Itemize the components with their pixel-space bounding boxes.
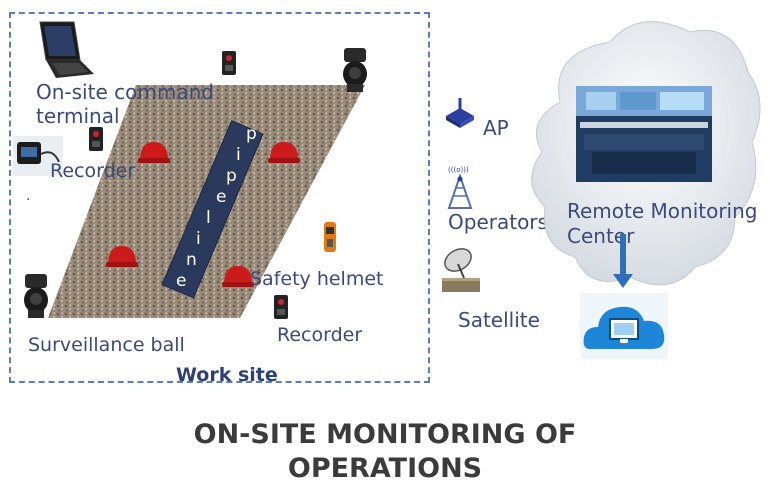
main-title-line2: OPERATIONS [287, 453, 483, 484]
cell-tower-icon [447, 174, 473, 209]
pipeline-letter: p [226, 166, 237, 186]
command-terminal-label-line1: On-site command [36, 80, 214, 104]
recorder-icon [222, 51, 236, 75]
recorder-icon [274, 295, 288, 319]
recorder-right-label: Recorder [277, 324, 363, 346]
work-site-boundary [9, 12, 430, 383]
remote-center-cloud [531, 21, 761, 286]
surveillance-ball-icon [24, 274, 48, 318]
command-terminal-label-line2: terminal [36, 104, 120, 128]
satellite-label: Satellite [458, 308, 540, 332]
helmet-icon [106, 246, 138, 267]
pipeline-letter: e [176, 271, 187, 291]
recorder-left-label: Recorder [50, 160, 136, 182]
pipeline-letter: i [236, 145, 241, 165]
surveillance-ball-label: Surveillance ball [28, 334, 185, 356]
access-point-icon [446, 98, 474, 128]
recorder-icon [89, 127, 103, 151]
pipeline-letter: e [216, 187, 227, 207]
signal-tag: (((o))) [448, 166, 469, 174]
pipeline-letter: n [186, 250, 197, 270]
down-arrow-icon [613, 234, 633, 288]
operators-label: Operators [448, 210, 548, 234]
cloud-computer-icon [580, 293, 668, 359]
dot-mark: . [26, 188, 31, 204]
gas-detector-icon [324, 222, 336, 252]
watch-recorder-icon [13, 136, 63, 176]
remote-center-label-line1: Remote Monitoring [567, 199, 758, 223]
main-title: ON-SITE MONITORING OF OPERATIONS [0, 418, 770, 486]
ap-label: AP [483, 116, 509, 140]
pipeline-letter: p [246, 124, 257, 144]
work-site-title: Work site [176, 364, 278, 386]
main-title-line1: ON-SITE MONITORING OF [193, 419, 577, 450]
pipeline-letter: i [196, 229, 201, 249]
laptop-icon [39, 21, 94, 78]
safety-helmet-label: Safety helmet [250, 268, 384, 290]
helmet-icon [268, 142, 300, 163]
satellite-dish-icon [442, 248, 480, 292]
surveillance-ball-icon [343, 48, 367, 92]
helmet-icon [138, 142, 170, 163]
helmet-icon [222, 266, 254, 287]
pipeline-letter: l [206, 208, 211, 228]
